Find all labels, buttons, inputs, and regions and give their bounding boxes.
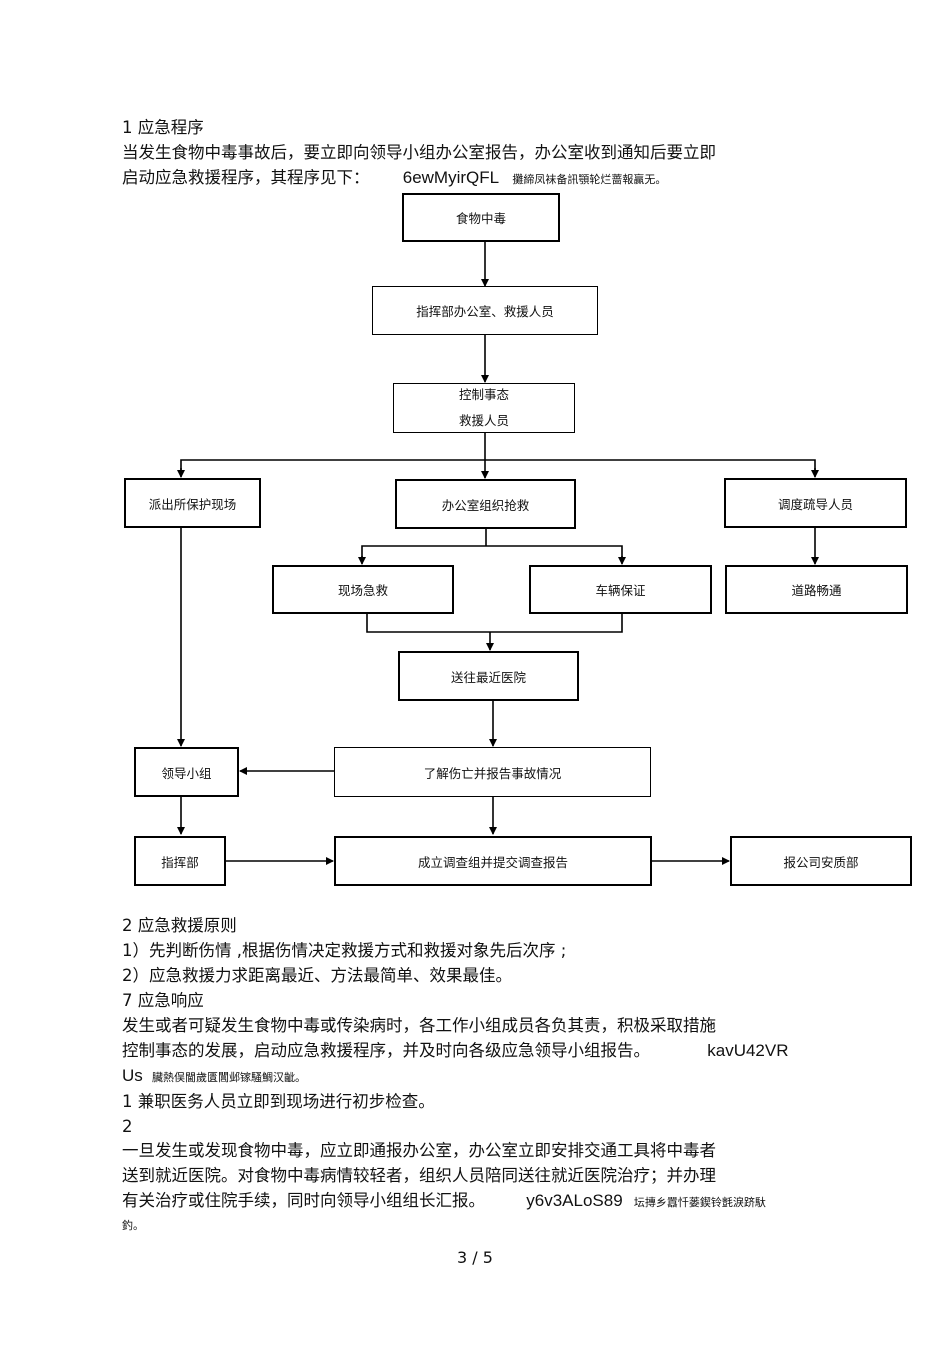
response-line-2-text: 控制事态的发展，启动应急救援程序，并及时向各级应急领导小组报告。 [122,1041,650,1060]
noise-code: 6ewMyirQFL [402,168,500,187]
office-branch-line [361,545,623,560]
final-line-2: 送到就近医院。对食物中毒病情较轻者，组织人员陪同送往就近医院治疗；并办理 [122,1166,716,1185]
node-investigation: 成立调查组并提交调查报告 [334,836,652,886]
page-number: 3 / 5 [457,1248,493,1267]
node-safety-dept: 报公司安质部 [730,836,912,886]
section-heading-response: 7 应急响应 [122,991,204,1010]
node-control-line-1: 控制事态 [458,387,509,402]
final-line-1: 一旦发生或发现食物中毒，应立即通报办公室，办公室立即安排交通工具将中毒者 [122,1141,716,1160]
node-command: 指挥部 [134,836,226,886]
intro-paragraph-line-1: 当发生食物中毒事故后，要立即向领导小组办公室报告，办公室收到通知后要立即 [122,143,716,162]
intro-paragraph-line-2: 启动应急救援程序，其程序见下： 6ewMyirQFL 攤締凤袜备訊顎轮烂蔷報贏无… [122,167,666,191]
node-food-poisoning: 食物中毒 [402,193,560,242]
section-heading-principle: 2 应急救援原则 [122,916,237,935]
noise-code-3: y6v3ALoS89 [526,1191,623,1210]
node-police: 派出所保护现场 [124,478,261,528]
noise-text-2: 臟熱俣閫歲匱閶邺镓騷鯛汉齜。 [152,1071,307,1084]
step-2-number: 2 [122,1117,133,1136]
node-road: 道路畅通 [725,565,908,614]
flowchart-connectors [177,242,819,865]
node-control: 控制事态 救援人员 [393,383,575,433]
merge-line [366,614,623,633]
node-onsite-aid: 现场急救 [272,565,454,614]
noise-text: 攤締凤袜备訊顎轮烂蔷報贏无。 [512,173,667,186]
node-command-office: 指挥部办公室、救援人员 [372,286,598,335]
response-line-1: 发生或者可疑发生食物中毒或传染病时，各工作小组成员各负其责，积极采取措施 [122,1016,716,1035]
noise-line-3-end: 釣。 [122,1219,144,1232]
section-heading-procedure: 1 应急程序 [122,118,204,137]
principle-item-1: 1）先判断伤情 ,根据伤情决定救援方式和救援对象先后次序 ; [122,941,567,960]
intro-paragraph-text: 启动应急救援程序，其程序见下： [122,168,370,187]
node-leader-group: 领导小组 [134,747,239,797]
node-vehicle: 车辆保证 [529,565,712,614]
noise-code-2b: Us [122,1066,143,1085]
node-report-casualty: 了解伤亡并报告事故情况 [334,747,651,797]
step-1: 1 兼职医务人员立即到现场进行初步检查。 [122,1092,435,1111]
node-office-rescue: 办公室组织抢救 [395,479,576,529]
node-hospital: 送往最近医院 [398,651,579,701]
node-dispatch: 调度疏导人员 [724,478,907,528]
noise-code-2: kavU42VR [707,1041,789,1060]
node-control-line-2: 救援人员 [458,413,509,428]
branch-line [180,459,816,474]
principle-item-2: 2）应急救援力求距离最近、方法最简单、效果最佳。 [122,966,512,985]
noise-line-2: Us 臟熱俣閫歲匱閶邺镓騷鯛汉齜。 [122,1065,306,1089]
final-line-3-text: 有关治疗或住院手续，同时向领导小组组长汇报。 [122,1191,485,1210]
response-line-2: 控制事态的发展，启动应急救援程序，并及时向各级应急领导小组报告。 kavU42V… [122,1040,789,1062]
final-line-3: 有关治疗或住院手续，同时向领导小组组长汇报。 y6v3ALoS89 坛摶乡囂忏蒌… [122,1190,766,1214]
noise-text-3: 坛摶乡囂忏蒌鍥铃氈淚跻馱 [633,1196,766,1209]
